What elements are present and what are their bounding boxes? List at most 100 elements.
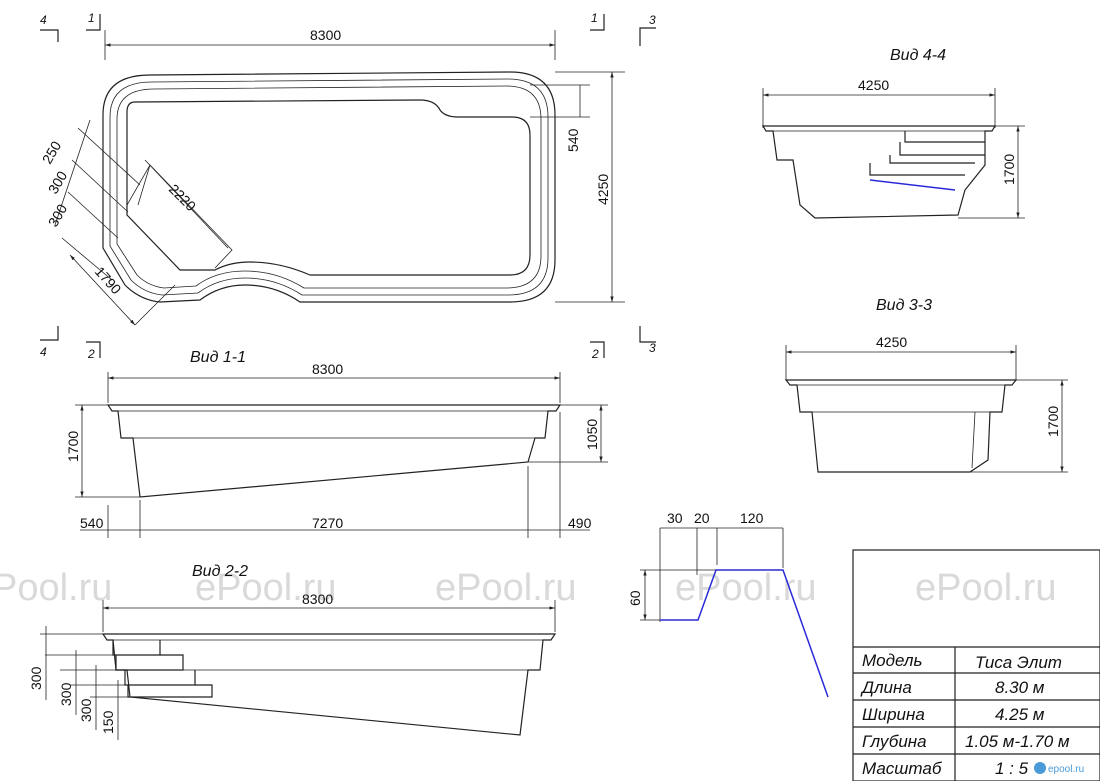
table-label: Длина (860, 678, 912, 697)
table-value: 8.30 м (995, 678, 1045, 697)
section-mark-4-bottom (40, 326, 59, 341)
dimension-label: 540 (565, 128, 581, 152)
table-label: Ширина (862, 705, 925, 724)
dimension-label: 8300 (312, 361, 343, 377)
slope-line (869, 179, 956, 191)
dimension-label: 490 (568, 515, 592, 531)
logo-mark-icon (1034, 762, 1046, 774)
view-title: Вид 1-1 (190, 349, 246, 366)
table-value: 1.05 м-1.70 м (965, 732, 1070, 751)
pool-inner-basin (126, 99, 531, 276)
plan-view: 8300 4250 540 250 300 300 2220 1790 (39, 27, 625, 326)
table-label: Модель (862, 651, 922, 670)
view-2-2: Вид 2-2 8300 300 300 300 150 (28, 563, 557, 740)
section-mark-3-top (639, 27, 656, 46)
bench-edge (137, 164, 151, 206)
dimension-label: 4250 (876, 334, 907, 350)
dimension-label: 1700 (1001, 154, 1017, 185)
dimension-line-corner (54, 119, 91, 226)
watermarks: Pool.ru ePool.ru ePool.ru ePool.ru ePool… (0, 567, 1057, 609)
section-mark-3-bottom (639, 326, 656, 343)
section-mark-4-top (40, 29, 59, 42)
step (124, 670, 196, 686)
dimension-label: 1700 (65, 431, 81, 462)
step-line (899, 142, 985, 156)
table-value: Тиса Элит (975, 653, 1062, 672)
table-value: 1 : 5 (995, 759, 1029, 778)
table-label: Глубина (862, 732, 927, 751)
dimension-label: 4250 (858, 77, 889, 93)
dimension-label: 30 (667, 510, 683, 526)
section-mark-1-top-left (86, 14, 101, 31)
section-mark-label: 1 (591, 11, 598, 25)
section-profile (761, 125, 997, 219)
dimension-label: 300 (28, 666, 44, 690)
table-label: Масштаб (862, 759, 943, 778)
view-title: Вид 2-2 (192, 563, 248, 580)
dimension-label: 120 (740, 510, 764, 526)
dimension-label: 300 (58, 682, 74, 706)
dimension-label: 60 (627, 590, 643, 606)
ext-line (71, 159, 129, 213)
section-mark-1-top-right (590, 14, 605, 31)
view-4-4: Вид 4-4 4250 1700 (761, 47, 1025, 219)
dimension-line-bench (144, 159, 229, 249)
watermark: ePool.ru (195, 567, 337, 609)
watermark: ePool.ru (675, 567, 817, 609)
step (115, 654, 184, 671)
dimension-label: 300 (45, 201, 71, 229)
step-line (869, 163, 965, 176)
view-3-3: Вид 3-3 4250 1700 (784, 297, 1068, 473)
dimension-label: 540 (80, 515, 104, 531)
section-profile (106, 404, 562, 498)
dimension-line-diagonal (69, 254, 136, 326)
dimension-label: 1700 (1045, 406, 1061, 437)
dimension-label: 8300 (302, 591, 333, 607)
step (127, 684, 213, 698)
table-value: 4.25 м (995, 705, 1045, 724)
pool-outline-ring-2 (116, 85, 542, 289)
rim-detail: 30 20 120 60 (627, 510, 829, 698)
section-mark-label: 3 (649, 13, 656, 27)
dimension-label: 8300 (310, 27, 341, 43)
watermark: ePool.ru (915, 567, 1057, 609)
dimension-label: 20 (694, 510, 710, 526)
watermark: ePool.ru (435, 567, 577, 609)
rim-profile-line (660, 569, 829, 698)
section-mark-label: 4 (40, 345, 47, 359)
dimension-label: 150 (100, 710, 116, 734)
spec-table: Модель Тиса Элит Длина 8.30 м Ширина 4.2… (852, 549, 1100, 781)
dimension-label: 1790 (92, 263, 125, 297)
section-marks: 4 1 1 3 4 2 2 3 (40, 11, 656, 361)
step (112, 640, 161, 656)
dimension-label: 300 (78, 698, 94, 722)
dimension-label: 1050 (584, 419, 600, 450)
pool-outline-outer (102, 71, 556, 303)
ext-line (67, 191, 119, 239)
step-line (889, 155, 975, 164)
ext-line (134, 284, 176, 326)
section-mark-label: 3 (649, 341, 656, 355)
section-mark-2-bottom-right (590, 341, 605, 358)
section-mark-label: 2 (87, 347, 95, 361)
corner-bench (126, 164, 233, 269)
dimension-label: 250 (39, 138, 65, 166)
section-mark-label: 1 (88, 11, 95, 25)
table-frame (852, 549, 1100, 781)
section-mark-label: 4 (40, 13, 47, 27)
brand-logo: epool.ru (1034, 762, 1084, 775)
view-title: Вид 3-3 (876, 297, 932, 314)
view-1-1: Вид 1-1 8300 1700 1050 540 7270 490 (65, 349, 608, 538)
step-line (904, 131, 985, 143)
watermark: Pool.ru (0, 567, 112, 609)
logo-text: epool.ru (1048, 764, 1084, 775)
dimension-label: 2220 (166, 181, 199, 214)
view-title: Вид 4-4 (890, 47, 946, 64)
dimension-label: 300 (45, 168, 71, 196)
step-line (971, 411, 976, 469)
dimension-label: 4250 (595, 174, 611, 205)
section-mark-label: 2 (591, 347, 599, 361)
dimension-label: 7270 (312, 515, 343, 531)
section-profile (784, 379, 1018, 473)
